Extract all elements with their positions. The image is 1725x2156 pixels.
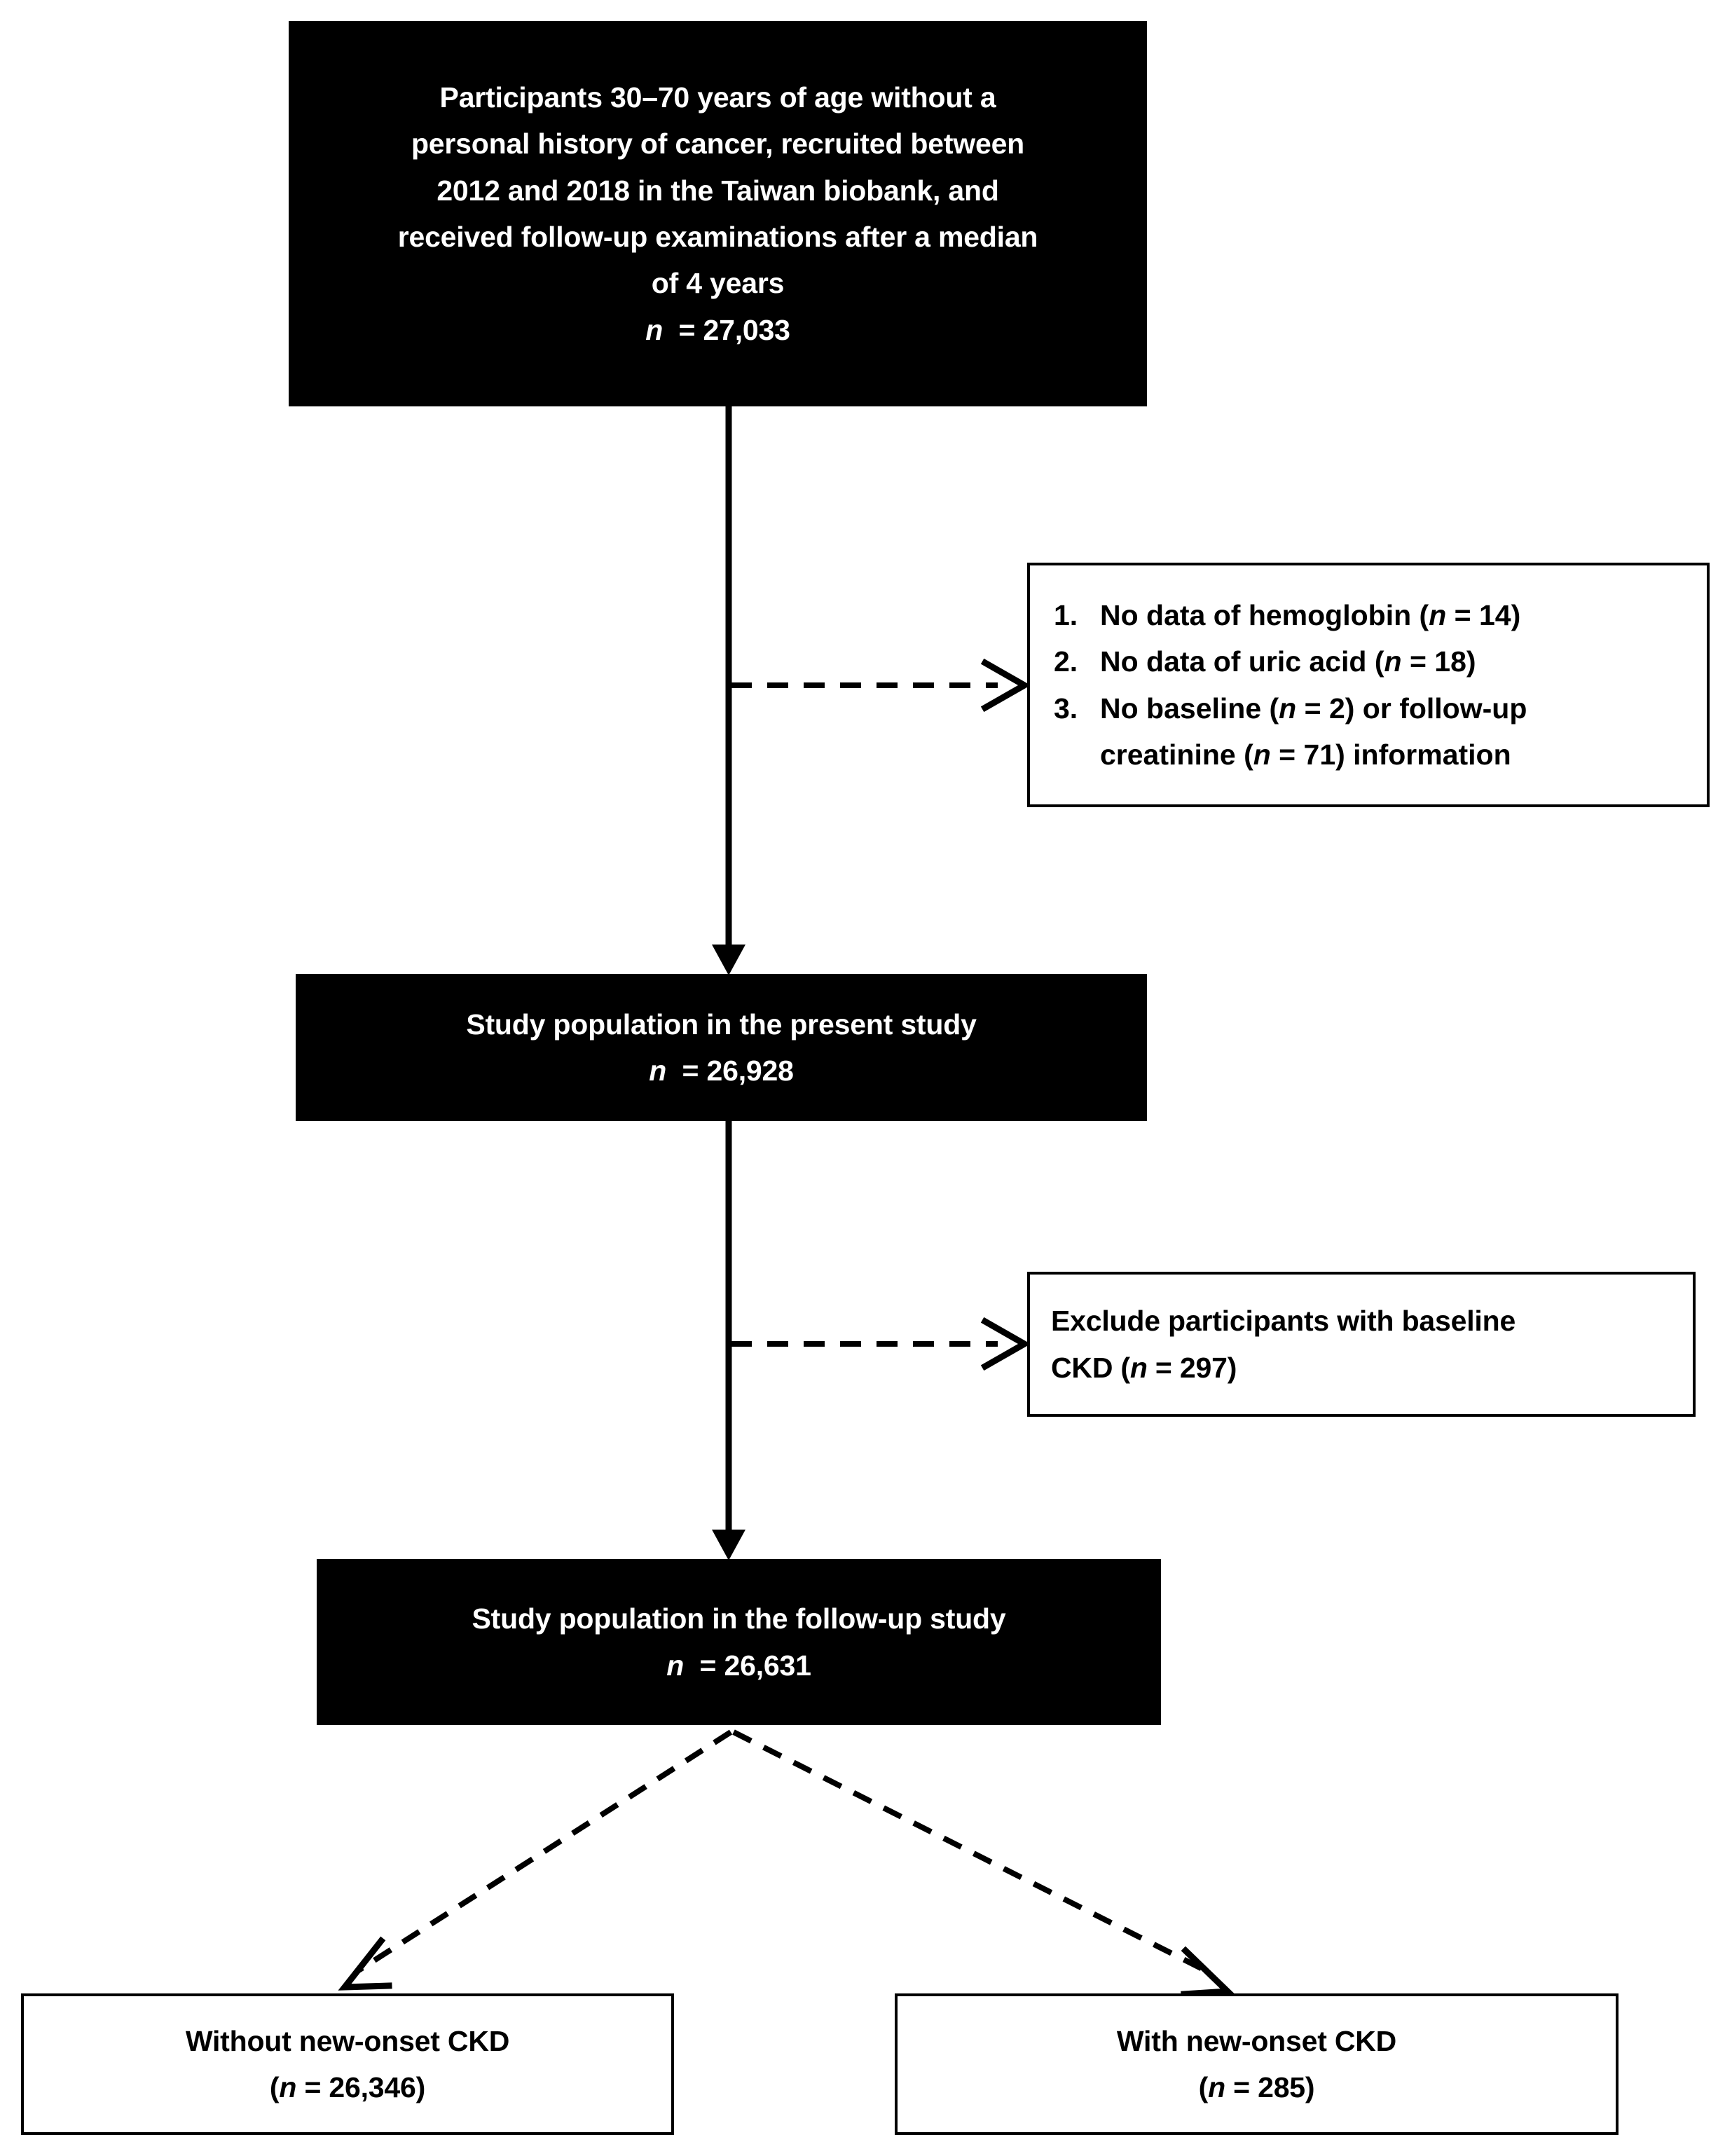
- source-cohort-count: n = 27,033: [645, 307, 790, 353]
- node-study-population-present: Study population in the present study n …: [296, 974, 1147, 1121]
- study-population-followup-n-value: 26,631: [724, 1649, 811, 1682]
- connector-present-to-exclusion-1: [731, 658, 1031, 713]
- exclusion-second-line-1: Exclude participants with baseline: [1051, 1305, 1516, 1338]
- source-cohort-n-symbol: n: [645, 313, 664, 346]
- exclusion-item-1-n: 14: [1478, 598, 1511, 631]
- exclusion-item-1-number: 1.: [1054, 598, 1078, 631]
- exclusion-item-3-text: No baseline (n = 2) or follow-up creatin…: [1100, 692, 1527, 771]
- with-ckd-title: With new-onset CKD: [1116, 2024, 1397, 2057]
- study-population-present-n-value: 26,928: [706, 1055, 794, 1087]
- study-population-followup-n-equals: =: [692, 1649, 724, 1682]
- node-study-population-followup: Study population in the follow-up study …: [317, 1559, 1161, 1725]
- study-population-present-n-symbol: n: [649, 1055, 667, 1087]
- study-population-present-n-equals: =: [674, 1055, 707, 1087]
- node-source-cohort: Participants 30–70 years of age without …: [289, 21, 1147, 406]
- exclusion-item-1: 1. No data of hemoglobin (n = 14): [1054, 592, 1691, 638]
- node-without-new-onset-ckd: Without new-onset CKD (n = 26,346): [21, 1993, 674, 2135]
- study-population-followup-title: Study population in the follow-up study: [472, 1602, 1006, 1635]
- exclusion-item-2-text: No data of uric acid (n = 18): [1100, 645, 1476, 678]
- study-population-present-count: n = 26,928: [649, 1048, 794, 1094]
- exclusion-item-3-number: 3.: [1054, 692, 1078, 725]
- node-with-new-onset-ckd: With new-onset CKD (n = 285): [895, 1993, 1619, 2135]
- without-ckd-count: (n = 26,346): [269, 2071, 426, 2103]
- without-ckd-n-symbol: n: [279, 2071, 297, 2103]
- source-cohort-line-3: 2012 and 2018 in the Taiwan biobank, and: [437, 174, 999, 207]
- without-ckd-n-value: 26,346: [329, 2071, 416, 2103]
- exclusion-second-line-2: CKD (n = 297): [1051, 1351, 1237, 1384]
- exclusion-item-3-n-creatinine: 71: [1303, 738, 1336, 771]
- source-cohort-line-1: Participants 30–70 years of age without …: [439, 81, 996, 114]
- source-cohort-line-4: received follow-up examinations after a …: [397, 221, 1038, 253]
- without-ckd-title: Without new-onset CKD: [185, 2024, 510, 2057]
- exclusion-box-second: Exclude participants with baseline CKD (…: [1027, 1272, 1696, 1417]
- study-population-present-title: Study population in the present study: [466, 1008, 977, 1041]
- connector-followup-to-exclusion-2: [731, 1317, 1031, 1371]
- connector-source-to-present: [712, 406, 745, 975]
- connector-followup-to-with-ckd: [732, 1729, 1235, 1998]
- connector-present-to-followup: [712, 1121, 745, 1560]
- source-cohort-line-2: personal history of cancer, recruited be…: [411, 128, 1025, 160]
- exclusion-item-2-number: 2.: [1054, 645, 1078, 678]
- with-ckd-n-value: 285: [1258, 2071, 1305, 2103]
- exclusion-item-1-text: No data of hemoglobin (n = 14): [1100, 598, 1521, 631]
- study-population-followup-n-symbol: n: [666, 1649, 685, 1682]
- connector-followup-to-without-ckd: [338, 1729, 733, 1991]
- exclusion-box-first: 1. No data of hemoglobin (n = 14) 2. No …: [1027, 563, 1710, 807]
- exclusion-item-3: 3. No baseline (n = 2) or follow-up crea…: [1054, 685, 1691, 778]
- source-cohort-line-5: of 4 years: [651, 267, 785, 300]
- study-population-followup-count: n = 26,631: [666, 1642, 811, 1689]
- exclusion-second-n-value: 297: [1179, 1351, 1228, 1384]
- source-cohort-n-equals: =: [671, 313, 703, 346]
- source-cohort-n-value: 27,033: [703, 313, 790, 346]
- with-ckd-count: (n = 285): [1198, 2071, 1315, 2103]
- with-ckd-n-symbol: n: [1208, 2071, 1225, 2103]
- exclusion-item-3-n-baseline: 2: [1328, 692, 1345, 725]
- exclusion-item-2: 2. No data of uric acid (n = 18): [1054, 638, 1691, 685]
- exclusion-item-2-n: 18: [1434, 645, 1466, 678]
